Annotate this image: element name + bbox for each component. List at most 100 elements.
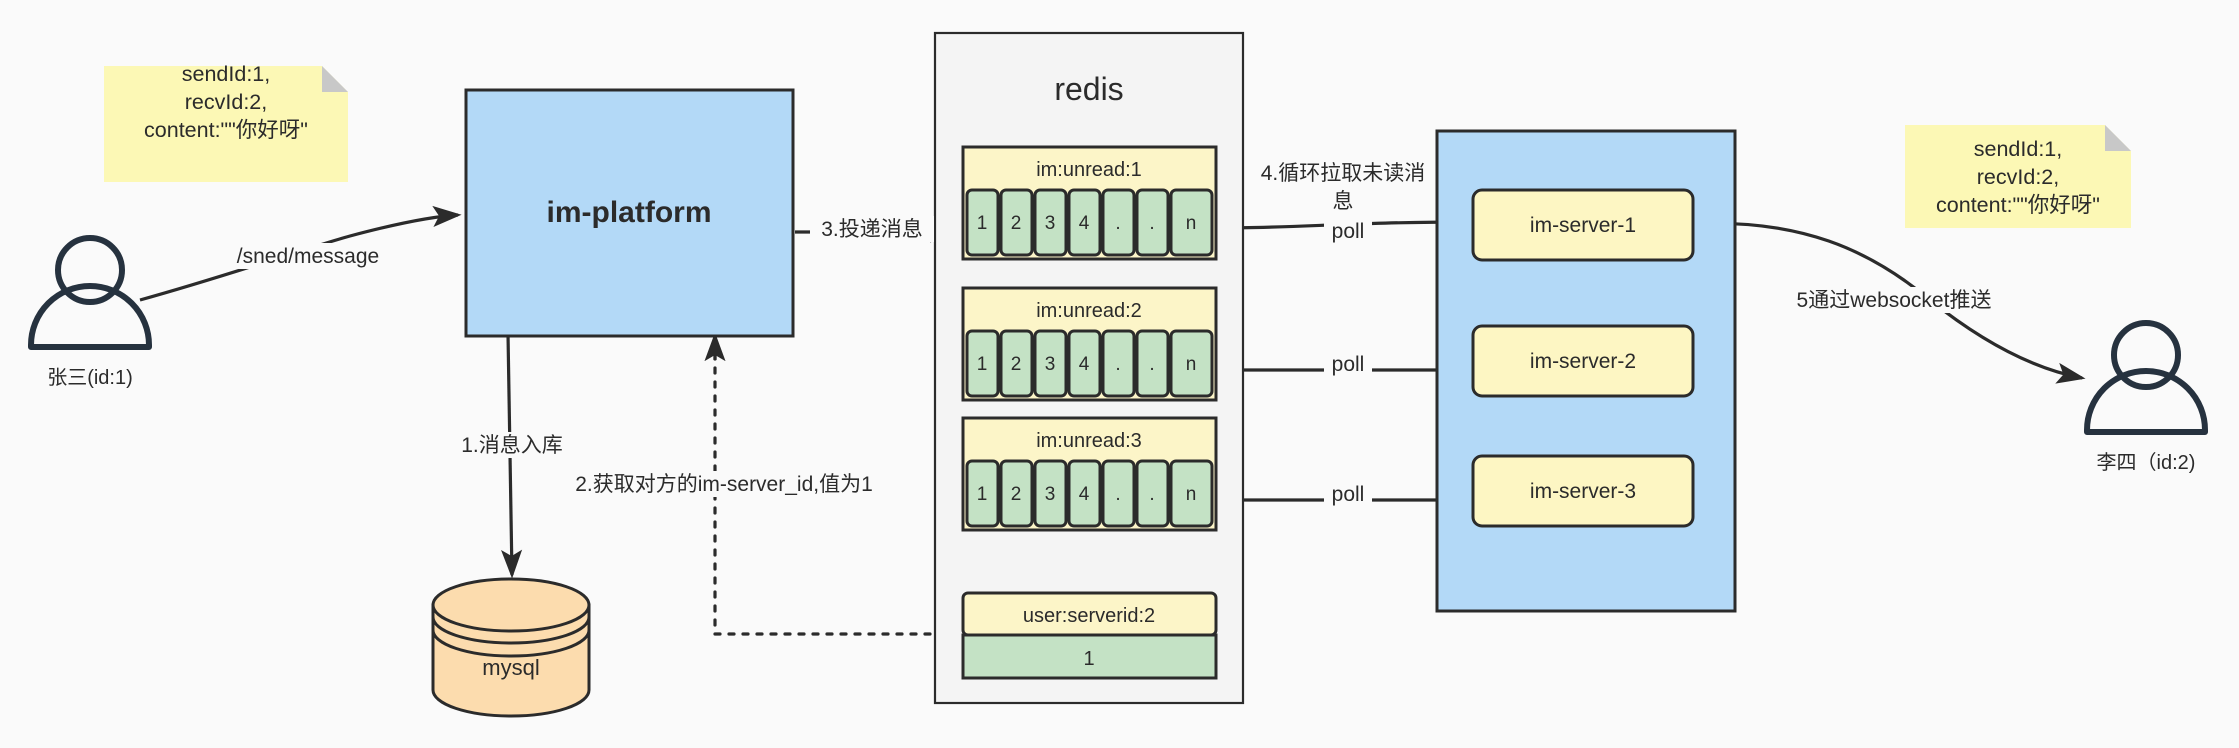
redis-title: redis — [1054, 71, 1123, 107]
label-step-1: 1.消息入库 — [461, 434, 563, 457]
note-left-body — [104, 66, 348, 182]
mysql-cylinder-top — [431, 577, 591, 633]
list-cell[interactable] — [1067, 459, 1102, 528]
actor-receiver-caption: 李四（id:2) — [2097, 451, 2196, 474]
label-bg — [1324, 219, 1372, 243]
list-cell[interactable] — [965, 188, 1000, 257]
actor-sender-caption: 张三(id:1) — [47, 366, 133, 389]
mysql-label: mysql — [482, 655, 539, 680]
label-poll-1: poll — [1332, 220, 1365, 243]
note-left-line-1: sendId:1, — [182, 62, 270, 86]
label-send-message: /sned/message — [237, 245, 379, 268]
list-cell[interactable] — [1101, 459, 1136, 528]
im-server-1-label: im-server-1 — [1530, 214, 1636, 237]
list-cell-label: 4 — [1079, 354, 1090, 375]
redis-kv-value-label: 1 — [1083, 648, 1094, 670]
list-cell-label: 3 — [1045, 484, 1056, 505]
list-cell[interactable] — [1135, 459, 1170, 528]
edge-get-server-id — [713, 336, 960, 636]
redis-list-1-key: im:unread:1 — [1036, 159, 1142, 181]
redis-kv-key-label: user:serverid:2 — [1023, 605, 1155, 627]
im-server-3-node[interactable]: im-server-3 — [1471, 454, 1695, 528]
im-server-1-node[interactable]: im-server-1 — [1471, 188, 1695, 262]
mysql-rim-line-2 — [431, 629, 591, 658]
note-left-fold-icon — [322, 66, 348, 92]
mysql-rim-line-1 — [431, 616, 591, 645]
redis-container: redis im:unread:1 1 2 3 4 . . — [933, 31, 1245, 705]
label-bg — [810, 216, 934, 242]
mysql-database[interactable]: mysql — [431, 577, 591, 718]
list-cell[interactable] — [1101, 329, 1136, 398]
im-platform-label: im-platform — [547, 196, 712, 229]
list-cell[interactable] — [965, 459, 1000, 528]
redis-list-1-cells: 1 2 3 4 . . n — [965, 188, 1214, 257]
redis-list-2-key: im:unread:2 — [1036, 300, 1142, 322]
im-platform-rect — [464, 88, 795, 338]
list-cell[interactable] — [1033, 459, 1068, 528]
redis-list-im-unread-1[interactable]: im:unread:1 1 2 3 4 . . n — [961, 145, 1218, 261]
list-cell[interactable] — [1067, 329, 1102, 398]
note-left: sendId:1, recvId:2, content:""你好呀" — [104, 62, 348, 182]
list-cell[interactable] — [999, 329, 1034, 398]
im-server-2-label: im-server-2 — [1530, 350, 1636, 373]
im-server-2-rect — [1471, 324, 1695, 398]
label-poll-3: poll — [1332, 483, 1365, 506]
list-cell-label: 4 — [1079, 213, 1090, 234]
list-cell[interactable] — [1033, 188, 1068, 257]
im-server-2-node[interactable]: im-server-2 — [1471, 324, 1695, 398]
list-cell[interactable] — [1135, 329, 1170, 398]
mysql-cylinder-body — [431, 603, 591, 718]
im-platform-box[interactable]: im-platform — [464, 88, 795, 338]
label-step-5: 5通过websocket推送 — [1797, 289, 1992, 312]
note-right-body — [1905, 125, 2131, 228]
redis-list-3-key: im:unread:3 — [1036, 430, 1142, 452]
list-cell[interactable] — [1067, 188, 1102, 257]
list-cell-label: . — [1149, 213, 1154, 234]
label-bg — [452, 432, 572, 458]
list-cell[interactable] — [1101, 188, 1136, 257]
label-poll-2: poll — [1332, 353, 1365, 376]
actor-sender-head-icon — [55, 235, 125, 305]
list-cell[interactable] — [965, 329, 1000, 398]
edge-labels-layer: /sned/message 1.消息入库 2.获取对方的im-server_id… — [229, 162, 2002, 506]
redis-list-2-cells: 1 2 3 4 . . n — [965, 329, 1214, 398]
list-cell-label: 1 — [977, 484, 988, 505]
note-right-line-2: recvId:2, — [1977, 165, 2059, 189]
redis-kv-user-serverid[interactable]: user:serverid:2 1 — [961, 591, 1218, 680]
actor-sender-body-icon — [28, 283, 152, 350]
list-cell[interactable] — [999, 188, 1034, 257]
list-cell[interactable] — [1169, 188, 1214, 257]
actor-receiver: 李四（id:2) — [2084, 320, 2208, 474]
list-cell-label: 1 — [977, 354, 988, 375]
note-right-fold-icon — [2105, 125, 2131, 151]
redis-list-im-unread-3[interactable]: im:unread:3 1 2 3 4 . . n — [961, 416, 1218, 532]
list-cell[interactable] — [1169, 329, 1214, 398]
actor-receiver-head-icon — [2111, 320, 2181, 390]
label-step-3: 3.投递消息 — [821, 218, 923, 241]
list-cell[interactable] — [999, 459, 1034, 528]
note-right-line-1: sendId:1, — [1974, 137, 2062, 161]
note-left-line-3: content:""你好呀" — [144, 118, 308, 142]
list-cell[interactable] — [1033, 329, 1068, 398]
actor-receiver-body-icon — [2084, 368, 2208, 435]
list-cell[interactable] — [1169, 459, 1214, 528]
label-bg — [1324, 482, 1372, 506]
redis-list-im-unread-2[interactable]: im:unread:2 1 2 3 4 . . n — [961, 286, 1218, 402]
note-left-line-2: recvId:2, — [185, 90, 267, 114]
list-cell-label: n — [1186, 213, 1197, 234]
list-cell-label: 4 — [1079, 484, 1090, 505]
im-server-3-rect — [1471, 454, 1695, 528]
actor-sender: 张三(id:1) — [28, 235, 152, 389]
list-cell-label: n — [1186, 484, 1197, 505]
list-cell-label: 1 — [977, 213, 988, 234]
im-server-3-label: im-server-3 — [1530, 480, 1636, 503]
list-cell[interactable] — [1135, 188, 1170, 257]
label-bg — [1324, 352, 1372, 376]
list-cell-label: n — [1186, 354, 1197, 375]
list-cell-label: . — [1149, 484, 1154, 505]
label-bg — [1786, 287, 2002, 313]
list-cell-label: 2 — [1011, 213, 1022, 234]
list-cell-label: . — [1115, 354, 1120, 375]
im-server-cluster: im-server-1 im-server-2 im-server-3 — [1435, 129, 1737, 613]
